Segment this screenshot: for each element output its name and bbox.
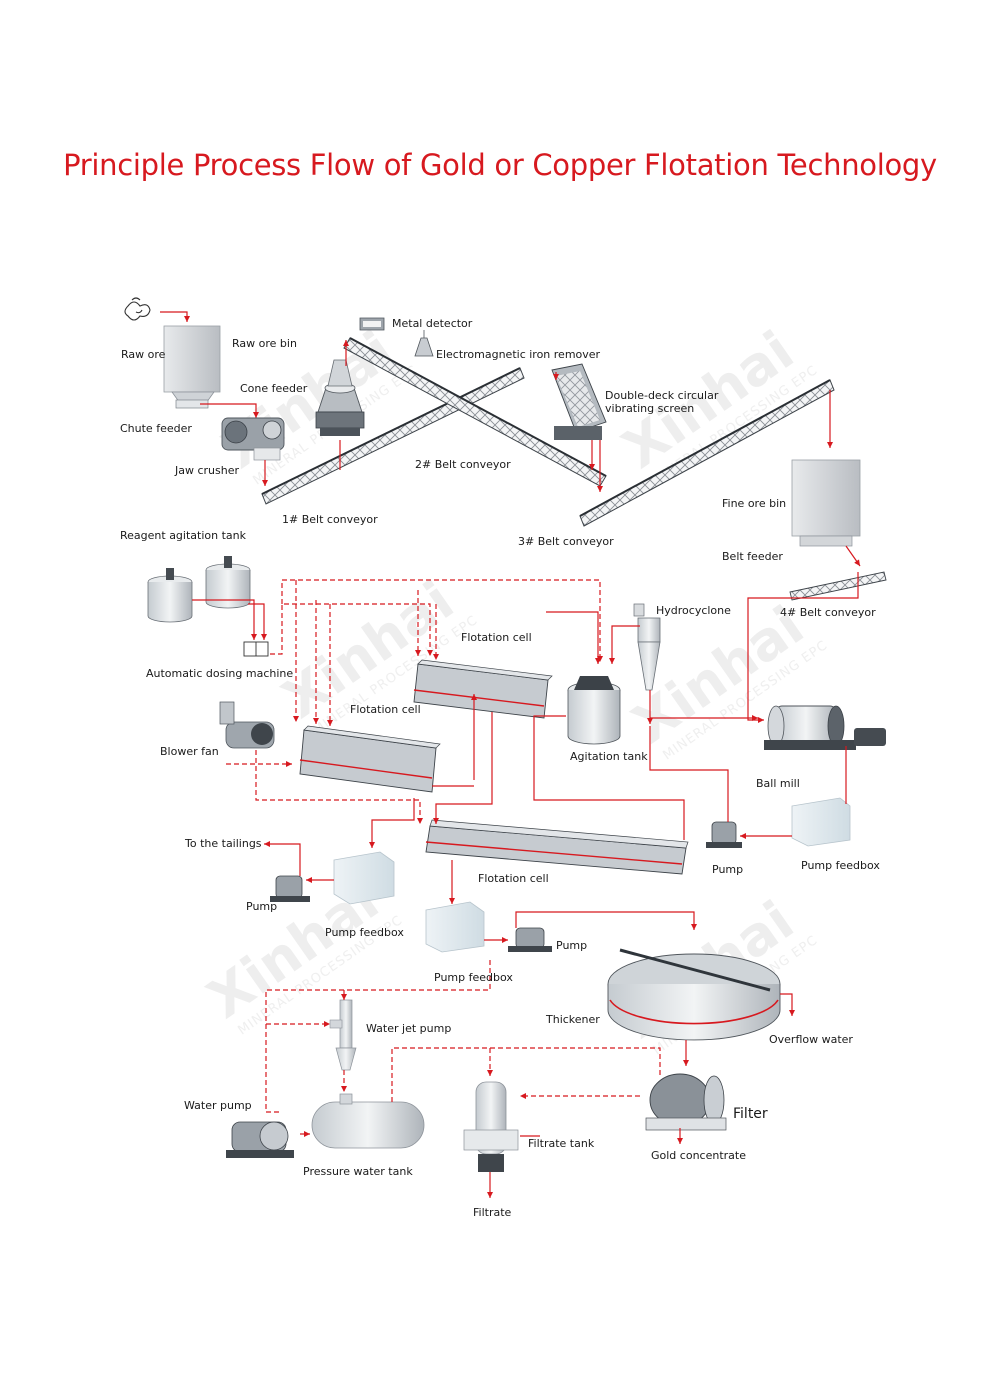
label-filtrate: Filtrate xyxy=(473,1206,512,1219)
water-jet-pump xyxy=(329,999,357,1071)
label-flotation-cell-upper: Flotation cell xyxy=(461,631,532,644)
flotation-cell-lower xyxy=(425,819,689,875)
pump-feedbox-left xyxy=(333,851,395,905)
label-vibrating-screen-2: vibrating screen xyxy=(605,402,694,415)
label-to-tailings: To the tailings xyxy=(184,837,262,850)
dosing-machine xyxy=(243,641,269,657)
label-pump-feedbox-left: Pump feedbox xyxy=(325,926,404,939)
label-iron-remover: Electromagnetic iron remover xyxy=(436,348,601,361)
metal-detector xyxy=(359,317,385,331)
belt-conveyor-4 xyxy=(789,571,887,601)
iron-remover xyxy=(414,330,434,357)
agitation-tank xyxy=(567,676,621,745)
pump-right xyxy=(706,821,742,848)
reagent-tank-1 xyxy=(147,568,193,623)
reagent-tank-2 xyxy=(205,556,251,609)
pump-feedbox-center xyxy=(425,901,485,953)
vibrating-screen xyxy=(551,363,607,440)
label-dosing-machine: Automatic dosing machine xyxy=(146,667,293,680)
label-raw-ore-bin: Raw ore bin xyxy=(232,337,297,350)
label-pressure-water-tank: Pressure water tank xyxy=(303,1165,413,1178)
blower-fan xyxy=(219,701,275,749)
pump-left xyxy=(270,875,310,902)
label-pump-center: Pump xyxy=(556,939,587,952)
label-pump-right: Pump xyxy=(712,863,743,876)
label-filter: Filter xyxy=(733,1106,768,1122)
label-pump-left: Pump xyxy=(246,900,277,913)
pressure-water-tank xyxy=(311,1093,425,1149)
label-flotation-cell-middle: Flotation cell xyxy=(350,703,421,716)
label-overflow-water: Overflow water xyxy=(769,1033,853,1046)
label-metal-detector: Metal detector xyxy=(392,317,473,330)
fine-ore-bin xyxy=(791,459,861,547)
label-ball-mill: Ball mill xyxy=(756,777,800,790)
belt-conveyor-3 xyxy=(579,379,835,527)
label-reagent-tank: Reagent agitation tank xyxy=(120,529,247,542)
label-hydrocyclone: Hydrocyclone xyxy=(656,604,731,617)
label-vibrating-screen-1: Double-deck circular xyxy=(605,389,719,402)
label-cone-feeder: Cone feeder xyxy=(240,382,308,395)
label-belt-feeder: Belt feeder xyxy=(722,550,783,563)
filter xyxy=(645,1073,727,1131)
jaw-crusher xyxy=(221,417,285,461)
pump-center xyxy=(508,927,552,952)
cone-crusher xyxy=(315,359,365,436)
filtrate-tank xyxy=(463,1081,519,1172)
label-raw-ore: Raw ore xyxy=(121,348,166,361)
flotation-cell-middle xyxy=(299,725,441,793)
label-belt-conveyor-2: 2# Belt conveyor xyxy=(415,458,511,471)
raw-ore-bin xyxy=(163,325,221,409)
hydrocyclone xyxy=(633,603,661,691)
label-filtrate-tank: Filtrate tank xyxy=(528,1137,595,1150)
label-pump-feedbox-center: Pump feedbox xyxy=(434,971,513,984)
label-jaw-crusher: Jaw crusher xyxy=(174,464,239,477)
label-fine-ore-bin: Fine ore bin xyxy=(722,497,786,510)
label-agitation-tank: Agitation tank xyxy=(570,750,648,763)
label-blower-fan: Blower fan xyxy=(160,745,219,758)
raw-ore-icon xyxy=(124,297,151,321)
label-water-jet-pump: Water jet pump xyxy=(366,1022,451,1035)
label-water-pump: Water pump xyxy=(184,1099,252,1112)
label-thickener: Thickener xyxy=(545,1013,600,1026)
label-pump-feedbox-right: Pump feedbox xyxy=(801,859,880,872)
label-belt-conveyor-3: 3# Belt conveyor xyxy=(518,535,614,548)
water-pump xyxy=(226,1121,294,1158)
thickener xyxy=(607,948,781,1041)
label-gold-concentrate: Gold concentrate xyxy=(651,1149,746,1162)
flotation-cell-upper xyxy=(413,659,553,719)
label-belt-conveyor-4: 4# Belt conveyor xyxy=(780,606,876,619)
diagram-title: Principle Process Flow of Gold or Copper… xyxy=(63,148,937,182)
label-flotation-cell-lower: Flotation cell xyxy=(478,872,549,885)
label-belt-conveyor-1: 1# Belt conveyor xyxy=(282,513,378,526)
label-chute-feeder: Chute feeder xyxy=(120,422,192,435)
ball-mill xyxy=(764,705,886,750)
pump-feedbox-right xyxy=(791,797,851,847)
